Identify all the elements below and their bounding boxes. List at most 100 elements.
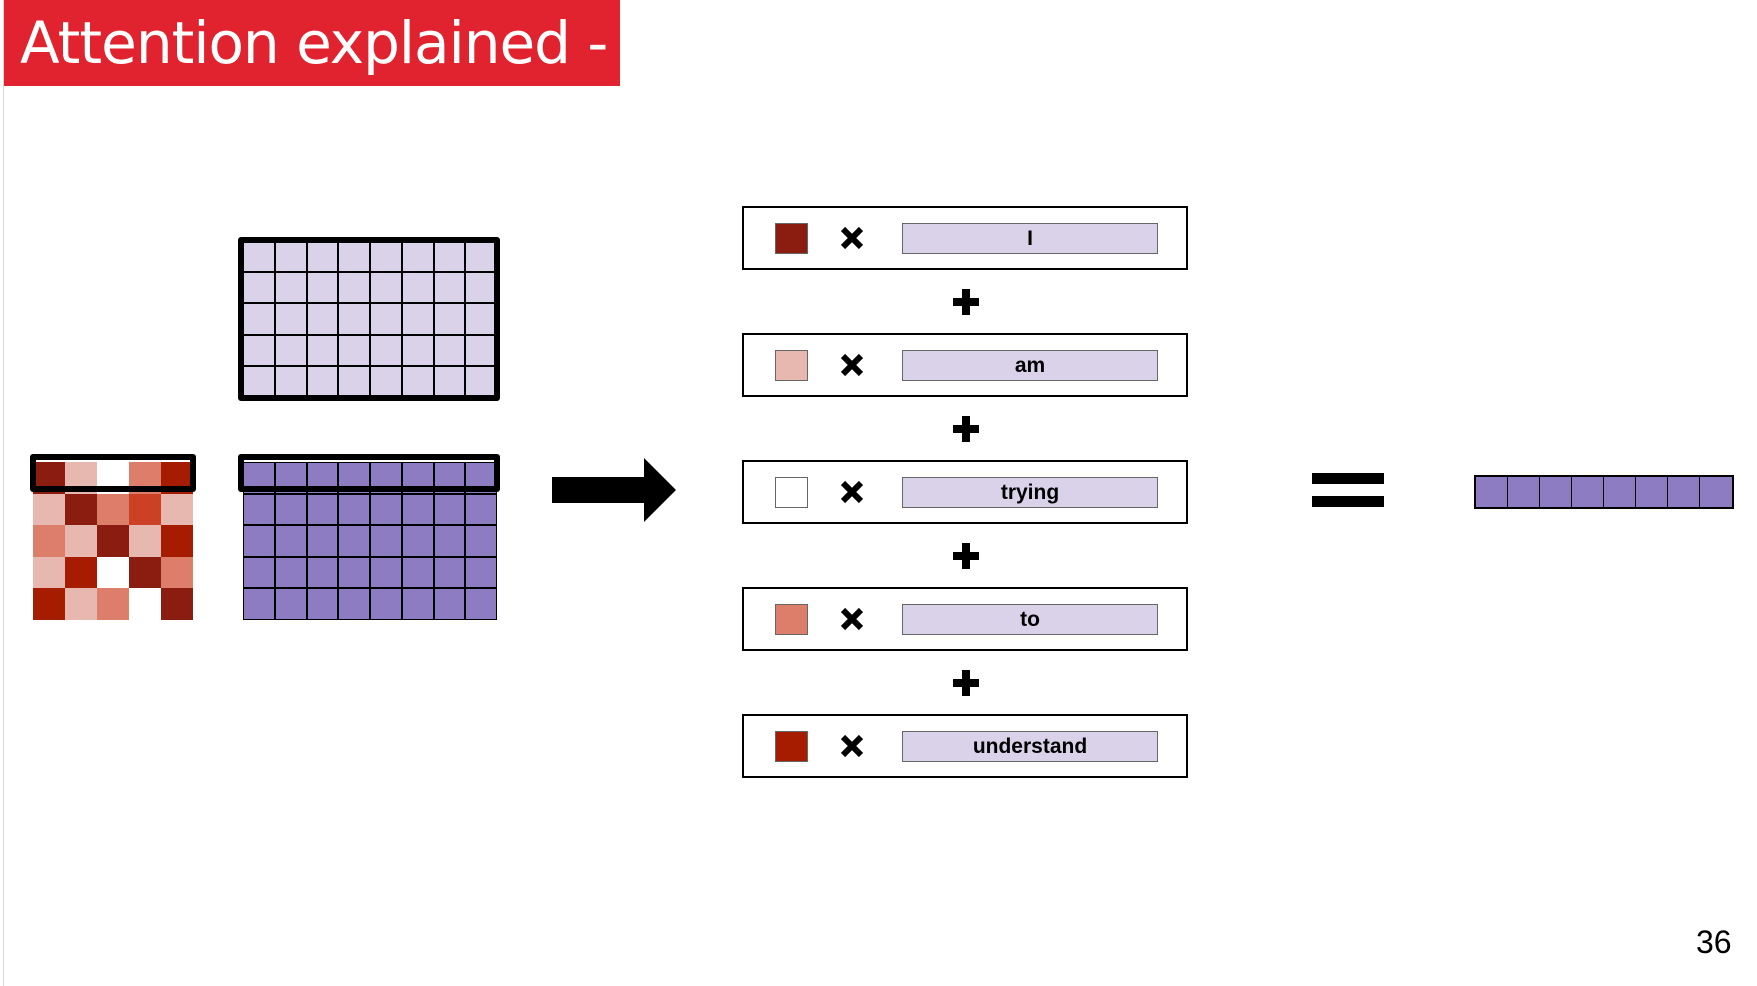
attention-cell <box>97 556 129 589</box>
light-matrix-cell <box>433 334 466 367</box>
light-matrix-cell <box>401 271 434 304</box>
result-vector <box>1474 475 1734 509</box>
value-matrix-cell <box>243 493 275 526</box>
light-matrix-cell <box>370 303 402 335</box>
value-matrix-cell <box>306 588 339 620</box>
value-matrix-cell <box>433 588 466 620</box>
light-matrix-cell <box>274 303 307 335</box>
attention-cell <box>65 525 97 557</box>
light-matrix-cell <box>306 303 339 335</box>
attention-cell <box>161 493 193 526</box>
attention-cell <box>161 556 193 589</box>
term-box: understand <box>742 714 1188 778</box>
light-matrix-cell <box>401 240 434 272</box>
attention-cell <box>97 525 129 557</box>
result-vector-cell <box>1476 477 1508 507</box>
light-matrix-cell <box>370 271 402 304</box>
light-matrix-cell <box>274 240 307 272</box>
light-matrix-cell <box>243 271 275 304</box>
value-matrix-cell <box>433 556 466 589</box>
light-matrix-cell <box>401 334 434 367</box>
light-matrix-cell <box>306 271 339 304</box>
attention-cell <box>161 525 193 557</box>
value-matrix-cell <box>306 556 339 589</box>
result-vector-cell <box>1700 477 1732 507</box>
value-matrix-cell <box>306 525 339 557</box>
attention-cell <box>65 588 97 620</box>
value-matrix-cell <box>243 525 275 557</box>
attention-row-highlight <box>30 454 196 492</box>
result-vector-cell <box>1508 477 1540 507</box>
term-box: am <box>742 333 1188 397</box>
term-box: I <box>742 206 1188 270</box>
attention-cell <box>33 525 65 557</box>
light-matrix-cell <box>338 366 370 398</box>
value-vector-label: understand <box>902 731 1158 762</box>
title-banner: Attention explained - 4 <box>4 0 662 86</box>
term-box: trying <box>742 460 1188 524</box>
result-vector-cell <box>1540 477 1572 507</box>
value-matrix-cell <box>465 588 497 620</box>
light-matrix-cell <box>401 366 434 398</box>
attention-cell <box>33 493 65 526</box>
light-matrix-cell <box>433 303 466 335</box>
value-matrix-cell <box>338 493 370 526</box>
light-matrix-cell <box>338 334 370 367</box>
value-vector-label: am <box>902 350 1158 381</box>
value-matrix-cell <box>465 525 497 557</box>
light-matrix-cell <box>274 334 307 367</box>
value-matrix-cell <box>465 493 497 526</box>
multiply-icon <box>840 607 864 631</box>
plus-icon <box>953 670 979 696</box>
attention-cell <box>33 556 65 589</box>
light-matrix-cell <box>370 366 402 398</box>
value-matrix-cell <box>338 525 370 557</box>
light-matrix-cell <box>306 240 339 272</box>
equals-icon <box>1312 473 1384 507</box>
result-vector-cell <box>1636 477 1668 507</box>
plus-icon <box>953 416 979 442</box>
attention-weight-swatch <box>775 731 808 762</box>
light-matrix-cell <box>306 334 339 367</box>
value-matrix-cell <box>243 556 275 589</box>
value-vector-label: trying <box>902 477 1158 508</box>
attention-cell <box>97 588 129 620</box>
value-matrix-cell <box>274 588 307 620</box>
attention-cell <box>129 525 161 557</box>
attention-cell <box>129 493 161 526</box>
light-matrix-cell <box>338 271 370 304</box>
light-matrix-cell <box>274 366 307 398</box>
value-matrix-cell <box>433 493 466 526</box>
value-matrix-cell <box>401 556 434 589</box>
attention-cell <box>129 588 161 620</box>
value-vector-label: to <box>902 604 1158 635</box>
value-matrix-cell <box>338 556 370 589</box>
multiply-icon <box>840 734 864 758</box>
term-box: to <box>742 587 1188 651</box>
light-matrix-cell <box>338 303 370 335</box>
value-matrix-cell <box>274 493 307 526</box>
value-matrix-cell <box>433 525 466 557</box>
light-matrix-cell <box>370 334 402 367</box>
value-vector-label: I <box>902 223 1158 254</box>
attention-weight-swatch <box>775 477 808 508</box>
value-matrix-cell <box>401 588 434 620</box>
result-vector-cell <box>1604 477 1636 507</box>
value-matrix-cell <box>370 556 402 589</box>
attention-cell <box>65 556 97 589</box>
value-matrix-cell <box>401 493 434 526</box>
value-row-highlight <box>238 454 500 492</box>
attention-cell <box>65 493 97 526</box>
light-matrix-cell <box>338 240 370 272</box>
plus-icon <box>953 543 979 569</box>
light-matrix-outline <box>238 237 500 401</box>
value-matrix-cell <box>274 556 307 589</box>
attention-weight-swatch <box>775 604 808 635</box>
result-vector-cell <box>1572 477 1604 507</box>
light-matrix-cell <box>401 303 434 335</box>
value-matrix-cell <box>370 493 402 526</box>
light-matrix-cell <box>274 271 307 304</box>
attention-weight-swatch <box>775 223 808 254</box>
multiply-icon <box>840 226 864 250</box>
value-matrix-cell <box>465 556 497 589</box>
